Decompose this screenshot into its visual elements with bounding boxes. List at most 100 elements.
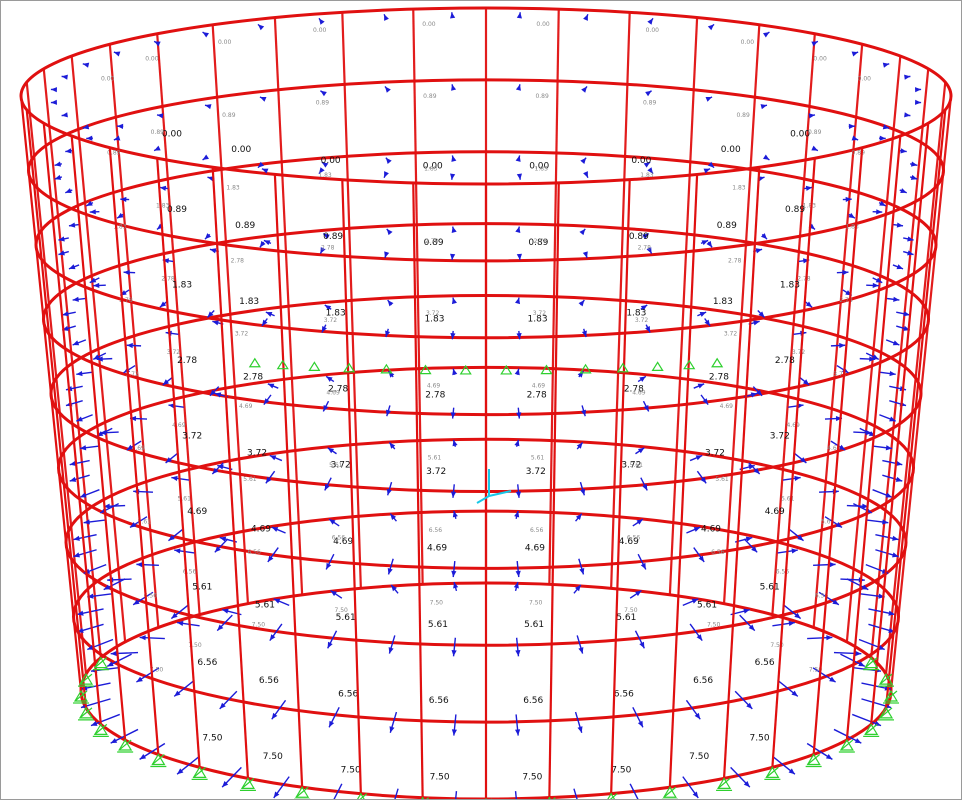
pressure-label-back: 0.00 bbox=[422, 21, 436, 28]
load-arrow bbox=[318, 167, 325, 175]
load-arrow bbox=[383, 171, 389, 178]
arrow-head bbox=[214, 546, 221, 553]
support-diag bbox=[94, 723, 108, 735]
arrow-head bbox=[451, 297, 457, 305]
post-1 bbox=[884, 109, 947, 709]
arrow-head bbox=[639, 641, 645, 649]
support-triangle bbox=[883, 689, 899, 702]
arrow-head bbox=[832, 599, 839, 605]
support-triangle bbox=[716, 777, 732, 789]
arrow-head bbox=[637, 447, 645, 454]
pressure-label-back: 2.78 bbox=[839, 297, 853, 304]
pressure-label: 2.78 bbox=[624, 385, 644, 395]
arrow-head bbox=[851, 135, 859, 141]
pinned-support-icon bbox=[683, 359, 696, 370]
arrow-head bbox=[643, 162, 651, 168]
load-arrow bbox=[321, 161, 329, 168]
load-arrow bbox=[319, 247, 326, 254]
support-diag bbox=[359, 793, 368, 799]
load-arrow bbox=[139, 635, 165, 641]
load-arrow bbox=[209, 386, 220, 397]
load-arrow bbox=[103, 503, 126, 509]
arrow-head bbox=[637, 720, 643, 728]
load-arrow bbox=[271, 526, 286, 534]
arrow-head bbox=[156, 113, 164, 119]
pressure-label: 5.61 bbox=[697, 600, 717, 610]
post-36 bbox=[812, 44, 864, 628]
pinned-support-icon bbox=[77, 706, 94, 721]
pressure-label: 5.61 bbox=[428, 620, 448, 630]
arrow-head bbox=[914, 99, 922, 105]
load-arrow bbox=[798, 376, 810, 386]
arrow-head bbox=[811, 41, 818, 47]
load-arrow bbox=[896, 311, 910, 317]
load-arrow bbox=[645, 90, 652, 97]
support-diag bbox=[151, 754, 165, 765]
load-arrow bbox=[705, 96, 713, 102]
load-arrow bbox=[450, 12, 456, 19]
pinned-support-icon bbox=[863, 656, 880, 671]
post-9 bbox=[548, 182, 560, 798]
arrow-head bbox=[54, 161, 62, 167]
arrow-head bbox=[885, 492, 893, 498]
post-0 bbox=[889, 95, 953, 692]
arrow-head bbox=[58, 250, 65, 256]
arrow-head bbox=[389, 442, 396, 449]
pressure-label: 1.83 bbox=[780, 281, 800, 291]
load-arrow bbox=[451, 714, 458, 736]
pressure-label: 0.00 bbox=[721, 145, 741, 155]
post-17 bbox=[70, 135, 127, 741]
support-triangle bbox=[78, 706, 94, 719]
load-arrow bbox=[159, 185, 168, 191]
load-arrow bbox=[325, 553, 335, 570]
load-arrow bbox=[647, 17, 654, 25]
arrow-head bbox=[583, 171, 588, 178]
load-arrow bbox=[113, 135, 121, 141]
arrow-head bbox=[267, 555, 274, 562]
load-arrow bbox=[892, 222, 904, 228]
pressure-label: 3.72 bbox=[621, 461, 641, 471]
arrow-head bbox=[385, 330, 391, 338]
load-arrow bbox=[859, 356, 876, 362]
load-arrow bbox=[762, 154, 770, 161]
support-triangle bbox=[78, 672, 94, 685]
support-diag bbox=[663, 786, 677, 798]
pressure-label: 7.50 bbox=[202, 733, 222, 743]
arrow-head bbox=[386, 228, 393, 236]
arrow-head bbox=[578, 647, 584, 654]
load-arrow bbox=[515, 484, 522, 498]
load-arrow bbox=[69, 459, 90, 467]
pressure-label-back: 7.50 bbox=[430, 599, 444, 606]
arrow-head bbox=[746, 702, 753, 709]
arrow-head bbox=[212, 320, 219, 326]
post-15 bbox=[156, 158, 201, 768]
arrow-head bbox=[914, 87, 922, 93]
pinned-support-icon bbox=[878, 706, 895, 721]
arrow-head bbox=[61, 112, 68, 118]
arrow-head bbox=[452, 510, 458, 518]
arrow-head bbox=[168, 403, 175, 409]
arrow-head bbox=[645, 90, 652, 97]
pressure-label-back: 2.78 bbox=[119, 297, 133, 304]
load-arrow bbox=[865, 352, 880, 361]
support-triangle bbox=[308, 361, 321, 372]
load-arrow bbox=[846, 503, 869, 509]
pinned-support-icon bbox=[616, 362, 629, 373]
arrow-head bbox=[222, 608, 229, 614]
load-arrow bbox=[139, 742, 166, 760]
load-arrow bbox=[632, 706, 644, 728]
pressure-label-back: 6.56 bbox=[183, 569, 197, 576]
pressure-label: 0.00 bbox=[631, 156, 651, 166]
pressure-label-back: 7.50 bbox=[334, 607, 348, 614]
arrow-head bbox=[323, 233, 330, 240]
pressure-label: 3.72 bbox=[331, 461, 351, 471]
arrow-head bbox=[904, 74, 911, 80]
pinned-support-icon bbox=[838, 738, 855, 753]
arrow-head bbox=[513, 582, 519, 589]
arrow-head bbox=[751, 546, 758, 553]
pressure-label: 4.69 bbox=[187, 507, 207, 517]
load-arrow bbox=[771, 755, 796, 775]
arrow-head bbox=[72, 340, 80, 346]
